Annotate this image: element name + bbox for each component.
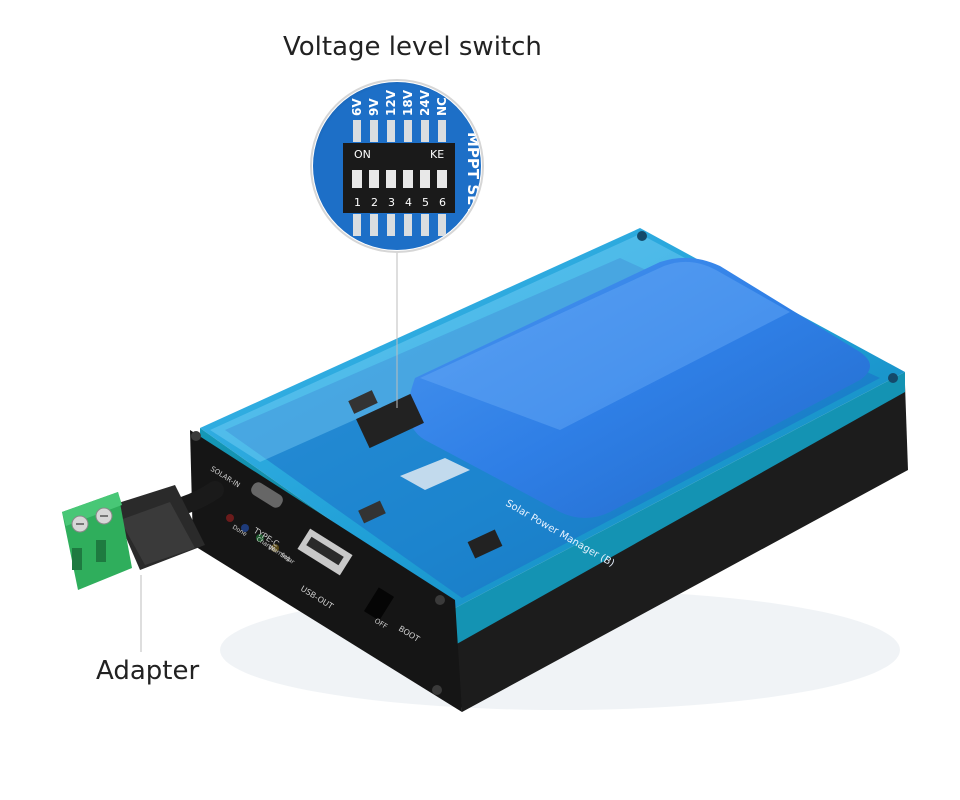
dip-number-3: 3 [388,196,395,209]
dip-number-4: 4 [405,196,412,209]
dip-switch-levers [352,170,447,188]
voltage-level-switch-callout: Voltage level switch [283,32,542,62]
dip-voltage-18v: 18V [401,89,415,116]
dip-voltage-6v: 6V [350,98,364,116]
boot-switch [363,587,395,621]
dip-voltage-24v: 24V [418,89,432,116]
dip-number-2: 2 [371,196,378,209]
dip-switch-zoom-lens: ON KE 1 2 3 4 5 6 6V 9V 12V 18V 24V NC M… [310,79,484,253]
dip-number-5: 5 [422,196,429,209]
dip-label-on: ON [354,148,371,161]
dip-label-ke: KE [430,148,444,161]
dc-adapter [62,481,224,590]
led-done [271,544,279,552]
led-solar [226,514,234,522]
dip-number-6: 6 [439,196,446,209]
front-panel: SOLAR-IN TYPE-C USB-OUT BOOT OFF Solar W… [190,231,898,712]
dip-number-1: 1 [354,196,361,209]
led-charge [256,534,264,542]
type-c-port [251,482,283,508]
battery-pack [408,257,870,518]
dip-voltage-9v: 9V [367,98,381,116]
led-warning [241,524,249,532]
adapter-callout: Adapter [96,656,200,686]
dip-voltage-12v: 12V [384,89,398,116]
dip-voltage-nc: NC [435,97,449,116]
